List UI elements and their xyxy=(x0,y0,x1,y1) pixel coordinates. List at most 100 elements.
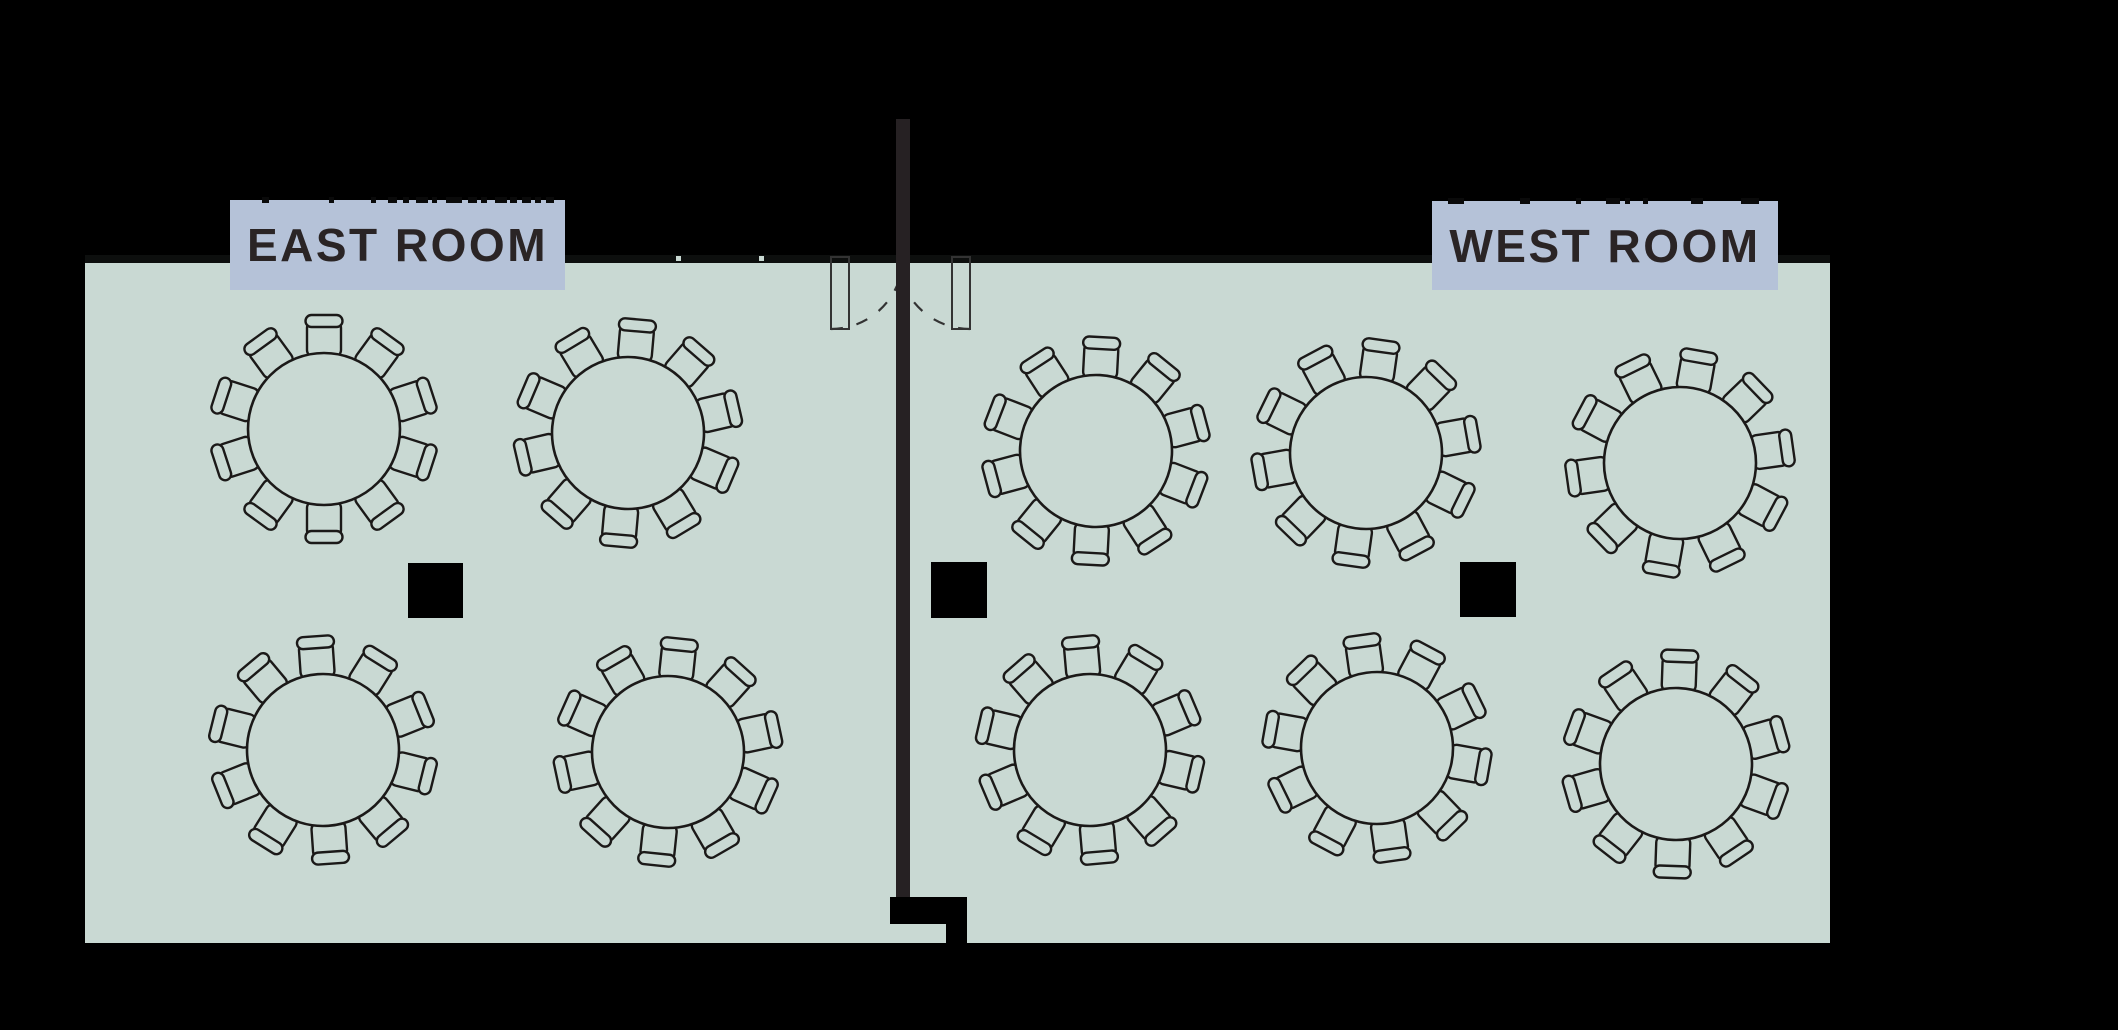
chair-back xyxy=(1079,849,1120,866)
chair-back xyxy=(1461,682,1487,720)
chair-back xyxy=(210,443,233,482)
chair-back xyxy=(723,656,757,688)
chair-back xyxy=(1256,387,1282,425)
chair-back xyxy=(362,644,399,673)
chair-back xyxy=(1769,715,1791,754)
banquet-table xyxy=(207,634,439,866)
chair-back xyxy=(665,511,702,540)
banquet-table xyxy=(1250,337,1482,569)
banquet-table xyxy=(1564,347,1796,579)
chair-back xyxy=(210,376,233,415)
chair-back xyxy=(1679,347,1719,367)
chair-back xyxy=(1398,535,1435,562)
chair-back xyxy=(978,773,1003,811)
clipped-text-tick xyxy=(1448,198,1464,204)
chair-back xyxy=(1372,846,1412,864)
chair-back xyxy=(754,777,779,815)
chair-back xyxy=(1409,639,1446,666)
chair-back xyxy=(210,771,235,810)
chair-back xyxy=(1019,346,1055,375)
clipped-text-tick xyxy=(1625,198,1630,204)
chair xyxy=(1342,632,1385,680)
chair-back xyxy=(1563,708,1586,747)
chair-back xyxy=(1641,559,1681,579)
chair xyxy=(1641,530,1685,579)
chair xyxy=(387,376,438,423)
chair-back xyxy=(763,710,784,749)
pillar xyxy=(931,562,987,618)
chair-back xyxy=(1144,816,1178,847)
chair-back xyxy=(1361,337,1401,355)
chair-back xyxy=(1267,776,1293,814)
chair xyxy=(357,795,410,848)
chair-back xyxy=(1652,864,1692,880)
clipped-text-tick xyxy=(1606,198,1620,204)
pillar xyxy=(408,563,463,618)
chair-back xyxy=(310,849,351,866)
clipped-text-tick xyxy=(481,197,487,203)
chair-back xyxy=(1592,834,1627,865)
chair-back xyxy=(1185,754,1206,794)
clipped-text-tick xyxy=(1691,198,1703,204)
chair-back xyxy=(411,690,436,729)
divider-wall xyxy=(896,119,910,911)
clipped-text-tick xyxy=(432,197,437,203)
chair-back xyxy=(1137,527,1173,556)
chair-back xyxy=(598,532,639,549)
chair-back xyxy=(1435,809,1469,842)
chair xyxy=(1652,834,1692,880)
clipped-text-tick xyxy=(446,197,462,203)
chair-back xyxy=(983,393,1007,432)
chair-back xyxy=(974,706,995,746)
banquet-table xyxy=(1261,632,1493,864)
banquet-table xyxy=(552,636,784,868)
clipped-text-tick xyxy=(535,197,541,203)
chair-back xyxy=(1331,551,1371,569)
chair xyxy=(387,435,438,482)
chair-back xyxy=(370,327,405,357)
door-swing-arc-right xyxy=(896,256,971,331)
chair xyxy=(974,706,1024,751)
chair xyxy=(210,376,261,423)
chair-back xyxy=(1250,452,1270,492)
chair-back xyxy=(1564,458,1582,498)
chair xyxy=(1081,335,1122,381)
chair-back xyxy=(207,704,229,744)
clipped-text-tick xyxy=(403,197,409,203)
chair-back xyxy=(554,326,591,355)
chair xyxy=(210,435,261,482)
chair-back xyxy=(1725,663,1760,694)
chair-back xyxy=(247,827,284,856)
chair-back xyxy=(1598,660,1634,689)
banquet-table xyxy=(210,313,438,545)
chair xyxy=(1697,521,1746,573)
chair xyxy=(1331,521,1374,569)
chair xyxy=(304,313,344,359)
chair-back xyxy=(1127,643,1164,672)
chair-back xyxy=(715,456,740,494)
divider-foot xyxy=(946,924,967,944)
clipped-text-tick xyxy=(1741,198,1755,204)
chair-back xyxy=(304,313,344,329)
chair-back xyxy=(659,636,699,654)
clipped-text-tick xyxy=(371,197,376,203)
chair-back xyxy=(1561,774,1583,813)
chair xyxy=(598,502,640,549)
chair-back xyxy=(557,689,582,727)
chair xyxy=(310,819,351,866)
clipped-text-tick xyxy=(468,197,477,203)
clipped-text-tick xyxy=(1643,198,1648,204)
chair-back xyxy=(375,817,410,848)
chair-back xyxy=(1002,653,1036,684)
chair-back xyxy=(552,755,573,794)
divider-foot xyxy=(890,897,967,924)
chair xyxy=(207,704,257,749)
chair-back xyxy=(1177,689,1202,727)
clipped-text-tick xyxy=(1576,198,1581,204)
chair-back xyxy=(637,850,677,868)
chair xyxy=(389,751,439,796)
chair-back xyxy=(415,376,438,415)
clipped-text-tick xyxy=(510,197,517,203)
table-top xyxy=(1012,672,1168,828)
